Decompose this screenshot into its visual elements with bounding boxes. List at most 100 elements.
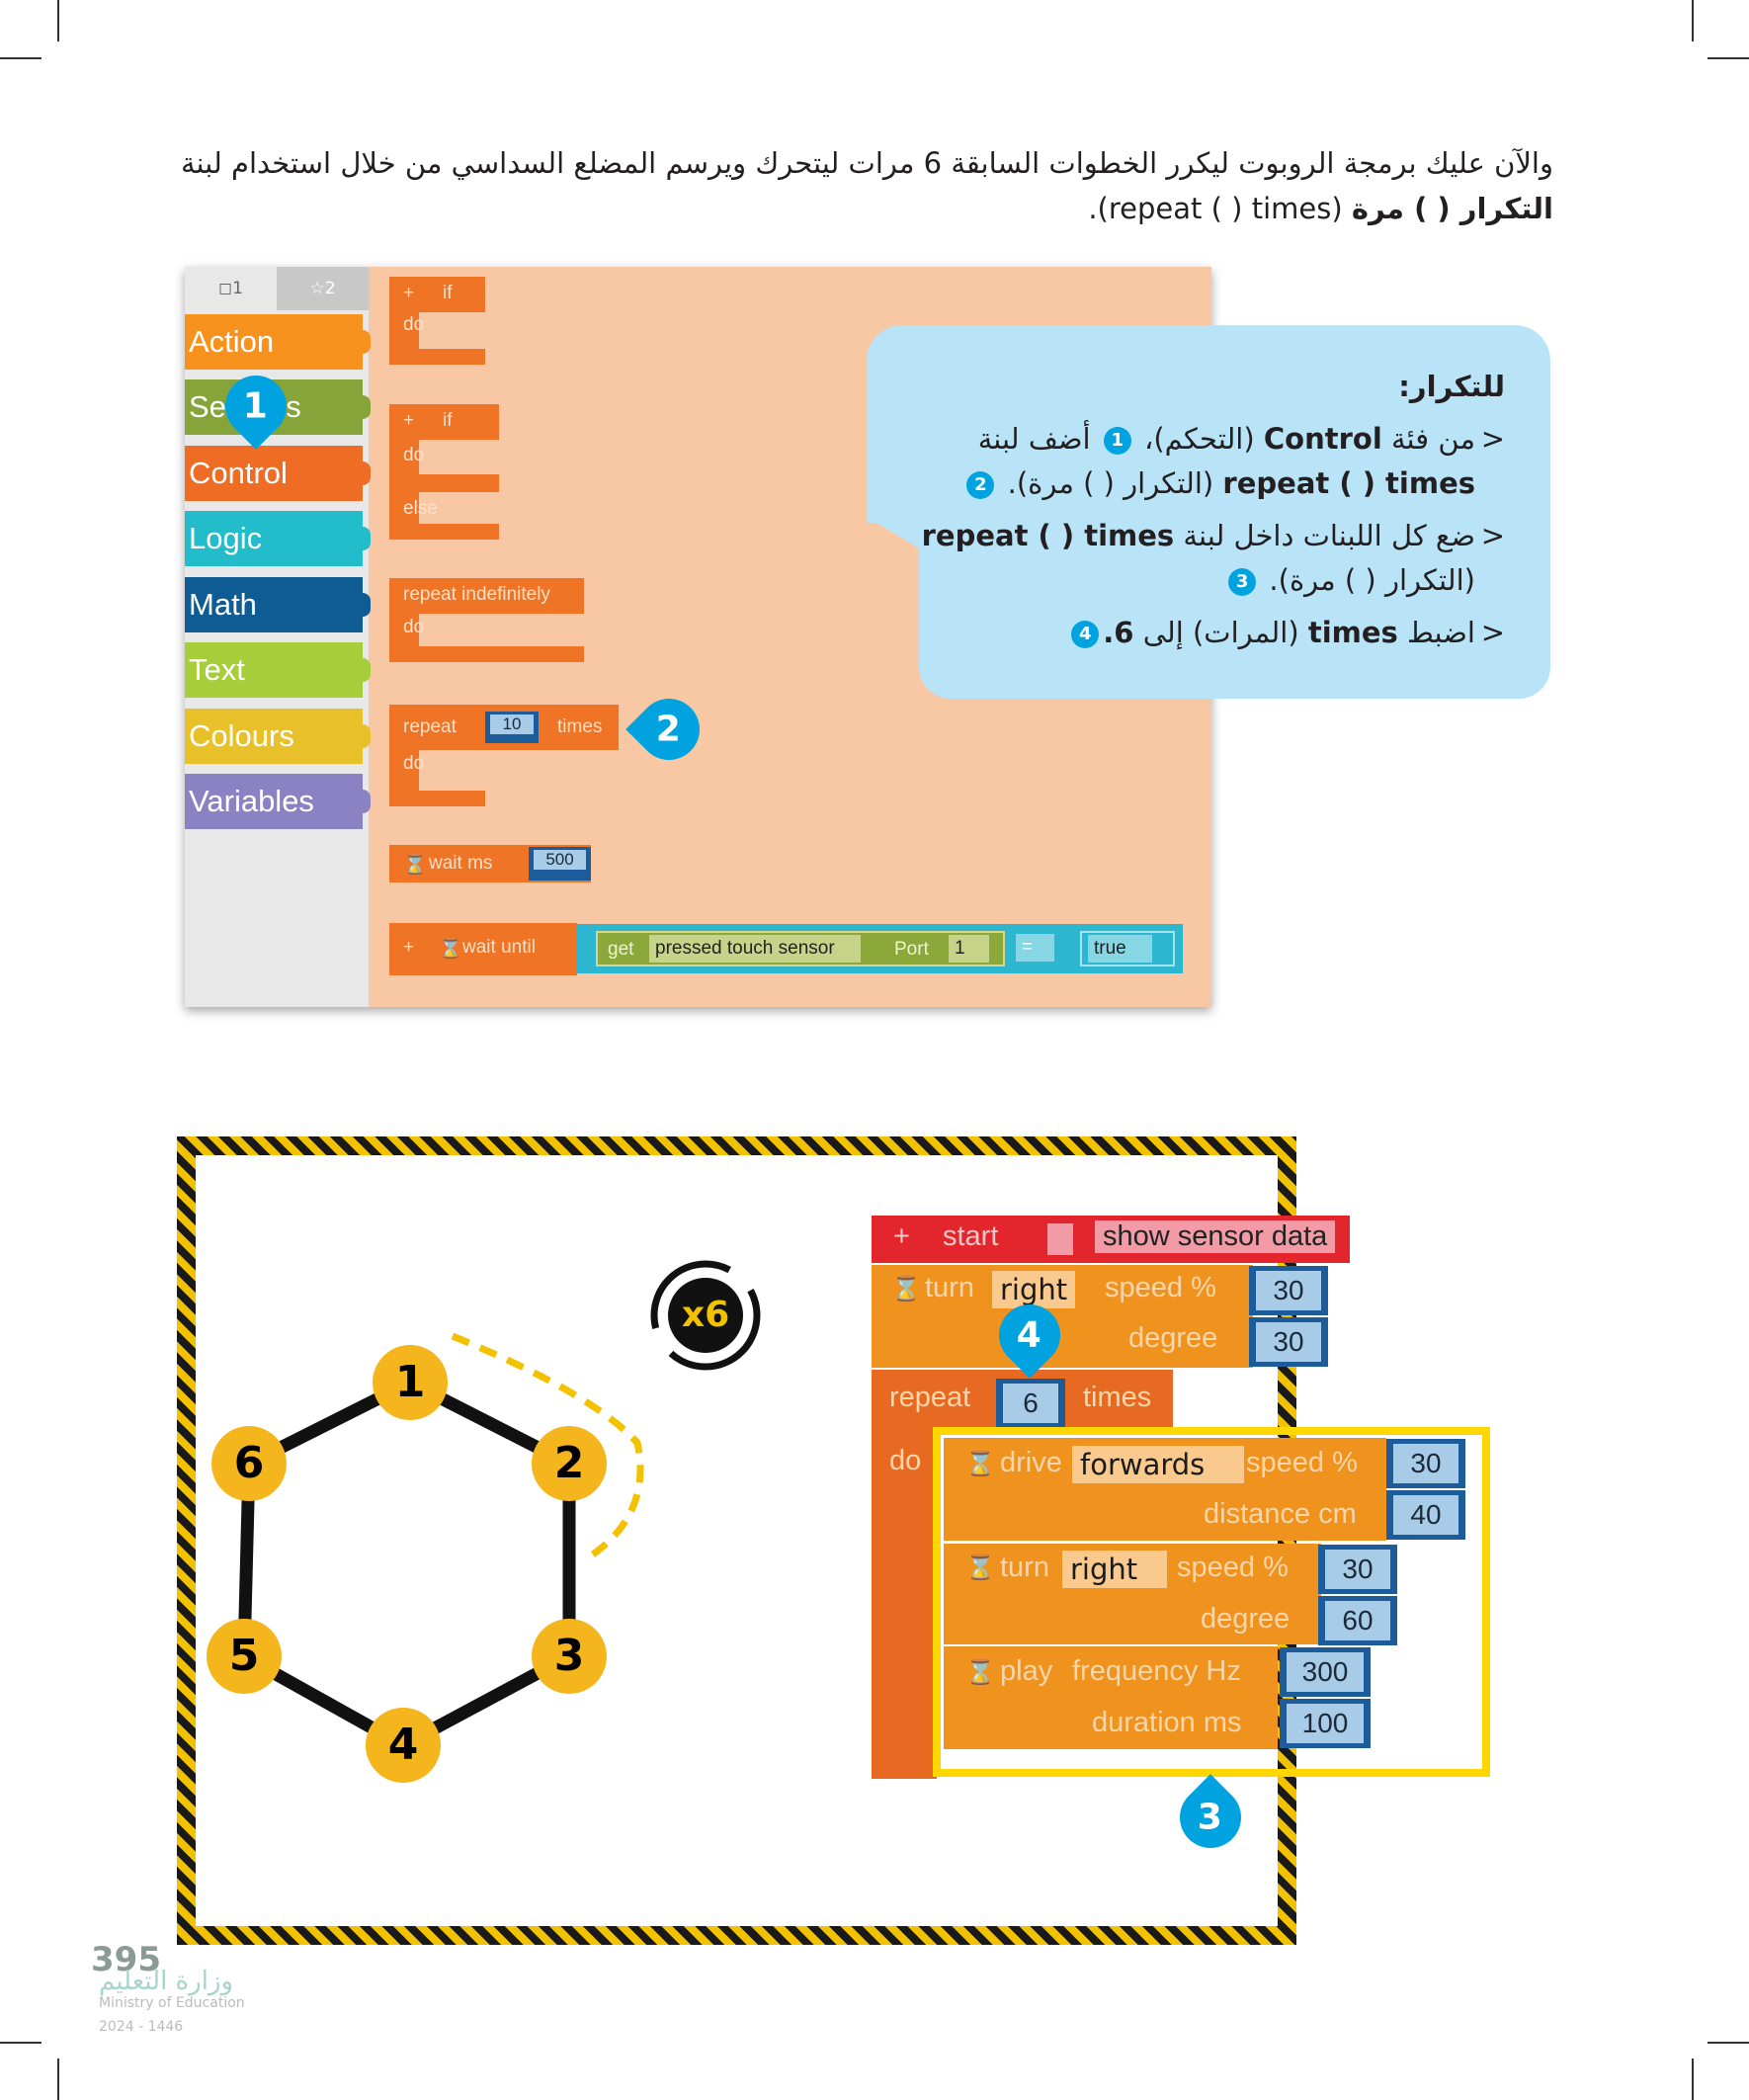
speed-label: speed %	[1105, 1272, 1216, 1303]
distance-label: distance cm	[1204, 1498, 1357, 1530]
category-control[interactable]: Control	[185, 446, 371, 501]
direction-dropdown[interactable]: right	[1062, 1551, 1168, 1588]
wait-ms-label: wait ms	[429, 853, 493, 874]
plus-icon: +	[403, 410, 415, 431]
repeat-count-value: 10	[490, 714, 534, 734]
crop-mark	[1692, 0, 1694, 42]
sensor-dropdown[interactable]: pressed touch sensor	[649, 935, 861, 963]
wait-until-block[interactable]: + ⌛ wait until	[389, 923, 577, 975]
turn-label: turn	[925, 1272, 974, 1303]
callout-item-2: ضع كل اللبنات داخل لبنة repeat ( ) times…	[912, 514, 1505, 603]
wait-ms-block[interactable]: ⌛ wait ms 500	[389, 845, 591, 882]
port-dropdown[interactable]: 1	[949, 935, 989, 963]
do-label: do	[403, 314, 425, 335]
hexagon-shape	[237, 1375, 576, 1753]
get-label: get	[608, 939, 634, 960]
plus-icon: +	[893, 1220, 910, 1252]
speed-label: speed %	[1177, 1552, 1289, 1583]
turn-speed-input[interactable]: 30	[1249, 1266, 1328, 1315]
instructions-callout: للتكرار: من فئة Control (التحكم)، 1 أضف …	[867, 325, 1550, 699]
duration-label: duration ms	[1092, 1707, 1242, 1738]
drive-label: drive	[1000, 1447, 1062, 1478]
hourglass-icon: ⌛	[439, 939, 462, 960]
compare-block[interactable]: get pressed touch sensor Port 1 = true	[576, 924, 1183, 973]
turn-path-dashed	[451, 1332, 644, 1557]
if-block-foot	[389, 349, 485, 365]
year-label: 2024 - 1446	[99, 2019, 184, 2035]
vertex-5: 5	[207, 1619, 282, 1694]
play-block[interactable]: ⌛ play frequency Hz duration ms	[944, 1646, 1278, 1749]
category-colours[interactable]: Colours	[185, 709, 371, 764]
hourglass-icon: ⌛	[403, 855, 427, 876]
speed-label: speed %	[1246, 1447, 1358, 1478]
turn-degree-input[interactable]: 60	[1318, 1596, 1397, 1645]
sensor-checkbox[interactable]	[1047, 1223, 1073, 1255]
frequency-input[interactable]: 300	[1280, 1647, 1371, 1697]
category-text[interactable]: Text	[185, 642, 371, 698]
repeat-indefinitely-block[interactable]: repeat indefinitely	[389, 578, 584, 614]
degree-label: degree	[1128, 1322, 1218, 1354]
tab-1[interactable]: ◻1	[185, 267, 277, 310]
repeat-indefinitely-foot	[389, 646, 584, 662]
drive-speed-input[interactable]: 30	[1386, 1439, 1465, 1488]
operator-dropdown[interactable]: =	[1016, 934, 1055, 962]
crop-mark	[0, 2042, 42, 2044]
repeat-count-input[interactable]: 10	[485, 712, 539, 743]
start-label: start	[943, 1220, 999, 1252]
plus-icon: +	[403, 937, 415, 958]
repeat-label: repeat	[403, 716, 457, 737]
category-math[interactable]: Math	[185, 577, 371, 632]
wait-ms-input[interactable]: 500	[529, 847, 591, 881]
crop-mark	[1707, 2042, 1749, 2044]
block-editor-screenshot: ◻1 ☆2 Action Sensors Control Logic Math …	[185, 267, 1211, 1007]
repeat-count-input[interactable]: 6	[996, 1379, 1065, 1428]
crop-mark	[1707, 57, 1749, 59]
hourglass-icon: ⌛	[891, 1275, 921, 1302]
crop-mark	[0, 57, 42, 59]
intro-bold: التكرار ( ) مرة	[1351, 192, 1553, 225]
callout-item-3: اضبط times (المرات) إلى 6.4	[912, 611, 1505, 655]
direction-dropdown[interactable]: right	[992, 1271, 1076, 1308]
times-label: times	[1083, 1382, 1152, 1413]
boolean-block[interactable]: true	[1080, 931, 1175, 966]
crop-mark	[1692, 2058, 1694, 2100]
plus-icon: +	[403, 283, 415, 303]
step-badge-4: 4	[1071, 621, 1100, 648]
repeat-times-block[interactable]: repeat 10 times	[389, 705, 619, 750]
repeat-indefinitely-label: repeat indefinitely	[403, 584, 550, 605]
crop-mark	[57, 0, 59, 42]
category-logic[interactable]: Logic	[185, 511, 371, 566]
repeat-times-foot	[389, 791, 485, 806]
turn-block[interactable]: ⌛ turn right speed % degree	[872, 1265, 1253, 1368]
wait-ms-value: 500	[534, 850, 586, 870]
ministry-name: Ministry of Education	[99, 1995, 245, 2011]
boolean-dropdown[interactable]: true	[1088, 935, 1152, 963]
category-action[interactable]: Action	[185, 314, 371, 370]
do-label: do	[403, 617, 425, 637]
category-variables[interactable]: Variables	[185, 774, 371, 829]
page-number: 395	[91, 1940, 161, 1979]
callout-item-1: من فئة Control (التحكم)، 1 أضف لبنة repe…	[912, 417, 1505, 506]
vertex-3: 3	[532, 1619, 607, 1694]
drive-distance-input[interactable]: 40	[1386, 1490, 1465, 1540]
if-label: if	[443, 410, 453, 431]
start-block[interactable]: + start show sensor data	[872, 1216, 1350, 1263]
drive-block[interactable]: ⌛ drive forwards speed % distance cm	[944, 1438, 1386, 1541]
turn-degree-input[interactable]: 30	[1249, 1317, 1328, 1367]
repeat-label: repeat	[889, 1382, 971, 1413]
play-label: play	[1000, 1655, 1053, 1687]
if-else-block[interactable]: + if	[389, 404, 499, 440]
tab-2[interactable]: ☆2	[277, 267, 369, 310]
duration-input[interactable]: 100	[1280, 1699, 1371, 1748]
turn-block-inner[interactable]: ⌛ turn right speed % degree	[944, 1544, 1321, 1644]
turn-speed-input[interactable]: 30	[1318, 1545, 1397, 1594]
if-block[interactable]: + if	[389, 277, 485, 312]
sensor-get-block[interactable]: get pressed touch sensor Port 1	[596, 931, 1005, 966]
times-label: times	[557, 716, 603, 737]
vertex-1: 1	[373, 1345, 448, 1420]
intro-text: والآن عليك برمجة الروبوت ليكرر الخطوات ا…	[180, 146, 1553, 180]
intro-tail: (repeat ( ) times).	[1088, 192, 1352, 225]
step-badge-1: 1	[1103, 427, 1131, 455]
drive-direction-dropdown[interactable]: forwards	[1072, 1446, 1245, 1483]
